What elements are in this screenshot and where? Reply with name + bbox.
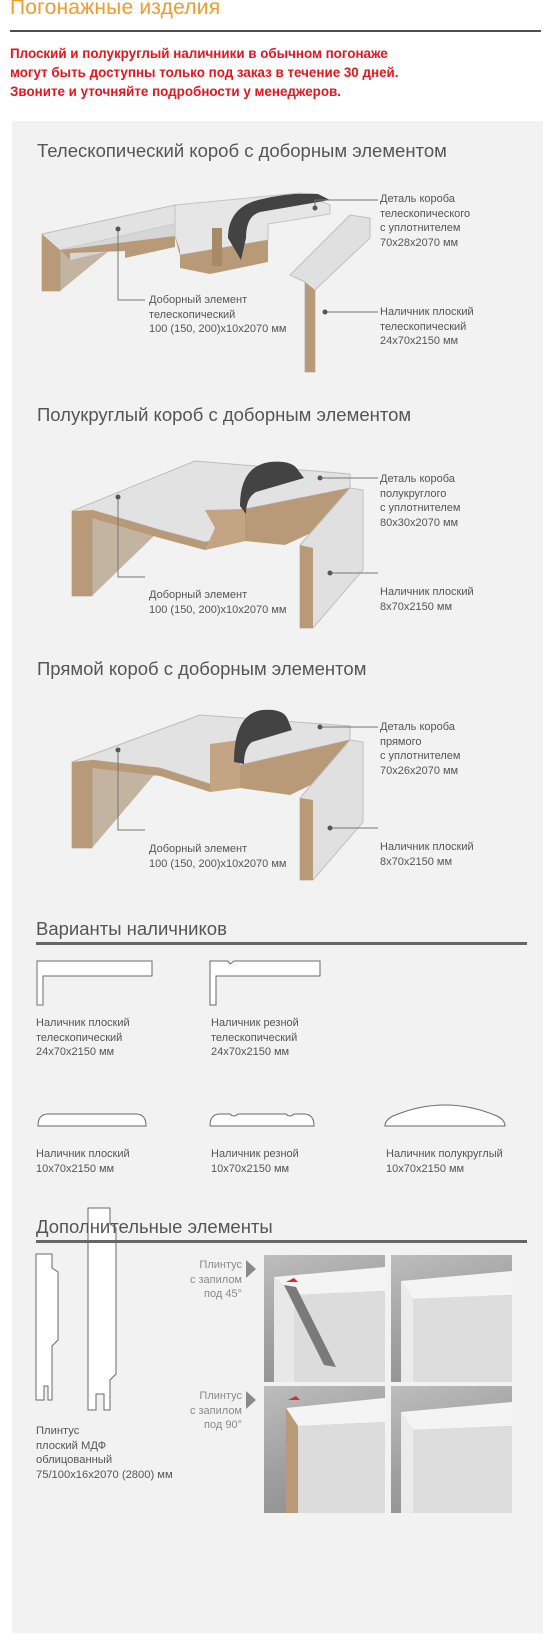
label-line: полукруглого: [380, 487, 447, 500]
label-line: Плинтус: [36, 1425, 80, 1437]
label-line: 8x70x2150 мм: [380, 855, 453, 868]
casing-semicircular-profile: [384, 1104, 506, 1127]
label-casing-straight: Наличник плоский 8x70x2150 мм: [380, 840, 474, 869]
label-line: 10x70x2150 мм: [211, 1162, 290, 1175]
casings-title: Варианты наличников: [36, 918, 227, 939]
label-line: облицованный: [36, 1454, 113, 1466]
casing-flat-profile: [37, 1113, 147, 1127]
label-line: 10x70x2150 мм: [386, 1162, 465, 1175]
label-line: 70x28x2070 мм: [380, 236, 459, 249]
label-line: Наличник плоский: [380, 306, 474, 318]
plinth-cut90-photo-assembled: [391, 1386, 512, 1513]
casing-carved-profile: [209, 1113, 315, 1127]
plinth-cut45-assembled-drawing: [401, 1271, 512, 1382]
label-extender-semicircular: Доборный элемент 100 (150, 200)x10x2070 …: [149, 588, 286, 617]
plinth-profiles: [35, 1207, 117, 1411]
label-line: Наличник полукруглый: [386, 1148, 503, 1160]
notice-line: могут быть доступны только под заказ в т…: [10, 65, 399, 80]
plinth-cut90-label: Плинтус с запилом под 90°: [166, 1389, 242, 1433]
plinth-cut45-label: Плинтус с запилом под 45°: [166, 1258, 242, 1302]
label-line: 24x70x2150 мм: [36, 1046, 115, 1058]
label-line: Наличник плоский: [36, 1148, 130, 1160]
label-line: телескопический: [380, 320, 467, 333]
label-line: под 90°: [204, 1419, 242, 1431]
casing-profiles: [36, 960, 506, 1127]
label-line: 100 (150, 200)x10x2070 мм: [149, 603, 287, 616]
plinth-cut45-photo-detail: [264, 1255, 385, 1382]
plinth-cut90-assembled-drawing: [401, 1402, 512, 1513]
label-detail-semicircular: Деталь короба полукруглого с уплотнителе…: [380, 472, 460, 530]
arrow-right-icon: [246, 1260, 256, 1278]
label-line: телескопический: [36, 1031, 123, 1044]
label-line: Наличник резной: [211, 1017, 299, 1029]
extras-title: Дополнительные элементы: [36, 1216, 273, 1237]
label-extender-telescopic: Доборный элемент телескопический 100 (15…: [149, 293, 286, 337]
label-line: Наличник плоский: [380, 586, 474, 598]
label-line: Доборный элемент: [149, 589, 248, 601]
label-line: с уплотнителем: [380, 502, 461, 514]
label-line: Наличник плоский: [36, 1017, 130, 1029]
semicircular-frame-illustration: [71, 460, 364, 629]
order-notice: Плоский и полукруглый наличники в обычно…: [10, 44, 541, 101]
page-title: Погонажные изделия: [10, 0, 221, 19]
extras-divider: [36, 1240, 527, 1243]
label-line: Плинтус: [199, 1390, 242, 1402]
label-line: 100 (150, 200)x10x2070 мм: [149, 323, 287, 335]
straight-frame-illustration: [71, 709, 364, 881]
label-detail-straight: Деталь короба прямого с уплотнителем 70x…: [380, 720, 460, 778]
plinth-label: Плинтус плоский МДФ облицованный 75/100x…: [36, 1424, 173, 1482]
label-line: Наличник резной: [211, 1148, 299, 1160]
label-line: плоский МДФ: [36, 1439, 107, 1452]
casing-flat-telescopic-label: Наличник плоский телескопический 24x70x2…: [36, 1016, 130, 1060]
plinth-cut90-photo-detail: [264, 1386, 385, 1513]
casing-carved-telescopic-label: Наличник резной телескопический 24x70x21…: [211, 1016, 299, 1060]
label-line: Деталь короба: [380, 193, 455, 205]
label-line: 70x26x2070 мм: [380, 764, 459, 777]
label-line: 80x30x2070 мм: [380, 516, 459, 529]
casing-flat-label: Наличник плоский 10x70x2150 мм: [36, 1147, 130, 1176]
casing-semicircular-label: Наличник полукруглый 10x70x2150 мм: [386, 1147, 503, 1176]
label-line: Плинтус: [199, 1259, 242, 1271]
label-line: 24x70x2150 мм: [211, 1046, 290, 1058]
label-line: с уплотнителем: [380, 750, 461, 762]
label-line: с запилом: [189, 1273, 242, 1286]
arrow-right-icon: [246, 1391, 256, 1409]
label-line: телескопический: [149, 308, 236, 321]
label-line: с уплотнителем: [380, 222, 461, 234]
label-line: Доборный элемент: [149, 294, 248, 306]
label-line: Деталь короба: [380, 721, 455, 733]
label-line: под 45°: [204, 1288, 242, 1300]
plinth-cut90-detail-drawing: [286, 1396, 385, 1513]
label-line: с запилом: [189, 1404, 242, 1417]
plinth-cut45-detail-drawing: [274, 1267, 385, 1382]
label-line: 24x70x2150 мм: [380, 335, 459, 347]
label-line: 100 (150, 200)x10x2070 мм: [149, 857, 287, 870]
title-divider: [10, 30, 541, 32]
label-casing-telescopic: Наличник плоский телескопический 24x70x2…: [380, 305, 474, 349]
label-line: Доборный элемент: [149, 843, 248, 855]
casing-carved-telescopic-profile: [209, 960, 321, 1006]
casings-divider: [36, 942, 527, 945]
section-title-telescopic: Телескопический короб с доборным элемент…: [37, 140, 447, 161]
telescopic-frame-illustration: [41, 192, 371, 373]
label-detail-telescopic: Деталь короба телескопического с уплотни…: [380, 192, 470, 250]
plinth-cut45-photo-assembled: [391, 1255, 512, 1382]
notice-line: Звоните и уточняйте подробности у менедж…: [10, 84, 341, 99]
label-line: прямого: [380, 735, 422, 748]
casing-carved-label: Наличник резной 10x70x2150 мм: [211, 1147, 299, 1176]
casing-flat-telescopic-profile: [36, 960, 153, 1006]
label-line: Наличник плоский: [380, 841, 474, 853]
notice-line: Плоский и полукруглый наличники в обычно…: [10, 46, 388, 61]
label-line: Деталь короба: [380, 473, 455, 485]
label-extender-straight: Доборный элемент 100 (150, 200)x10x2070 …: [149, 842, 286, 871]
label-casing-semicircular: Наличник плоский 8x70x2150 мм: [380, 585, 474, 614]
label-line: 10x70x2150 мм: [36, 1162, 115, 1175]
label-line: телескопический: [211, 1031, 298, 1044]
section-title-straight: Прямой короб с доборным элементом: [37, 658, 367, 679]
section-title-semicircular: Полукруглый короб с доборным элементом: [37, 404, 412, 425]
label-line: 8x70x2150 мм: [380, 600, 453, 613]
label-line: 75/100x16x2070 (2800) мм: [36, 1468, 173, 1481]
label-line: телескопического: [380, 207, 471, 220]
